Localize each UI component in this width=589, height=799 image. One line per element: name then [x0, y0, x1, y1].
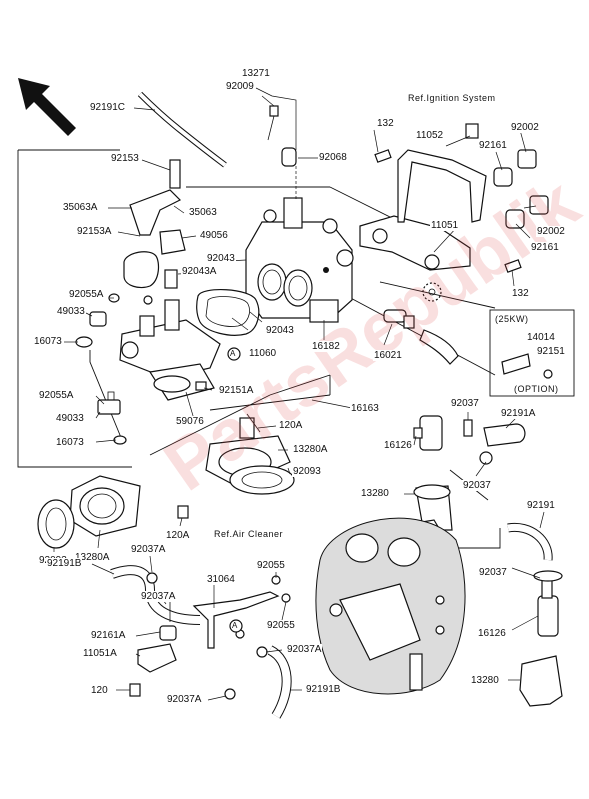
part-label: 92037 — [450, 398, 480, 409]
callout-a: A — [230, 349, 236, 358]
part-label: 16182 — [311, 341, 341, 352]
part-label: 59076 — [175, 416, 205, 427]
part-label: 35063A — [62, 202, 99, 213]
option-box-header: (25KW) — [495, 314, 529, 324]
part-label: 120 — [90, 685, 109, 696]
part-label: 92037A — [166, 694, 203, 705]
part-label: 14014 — [526, 332, 556, 343]
part-label: 92191B — [46, 558, 83, 569]
part-label: 92055 — [256, 560, 286, 571]
part-label: 13280A — [292, 444, 329, 455]
part-label: 13280 — [470, 675, 500, 686]
part-label: 13280 — [360, 488, 390, 499]
gear-icon — [422, 282, 442, 302]
part-label: 16021 — [373, 350, 403, 361]
part-label: 92037A — [286, 644, 323, 655]
part-label: 35063 — [188, 207, 218, 218]
part-label: 92055A — [68, 289, 105, 300]
part-label: 92153A — [76, 226, 113, 237]
part-label: 49033 — [55, 413, 85, 424]
ref-ignition-system: Ref.Ignition System — [408, 93, 496, 103]
option-box-footer: (OPTION) — [514, 384, 559, 394]
part-label: 92043A — [181, 266, 218, 277]
part-label: 132 — [376, 118, 395, 129]
part-label: 92191A — [500, 408, 537, 419]
part-label: 13271 — [241, 68, 271, 79]
part-label: 92151 — [536, 346, 566, 357]
part-label: 92161 — [478, 140, 508, 151]
throttle-body — [245, 197, 354, 323]
leader-lines — [53, 87, 545, 701]
part-label: 92055 — [266, 620, 296, 631]
part-label: 16126 — [477, 628, 507, 639]
part-label: 92037 — [478, 567, 508, 578]
part-label: 92151A — [218, 385, 255, 396]
part-label: 132 — [511, 288, 530, 299]
part-label: 92191B — [305, 684, 342, 695]
callout-a: A — [232, 621, 238, 630]
part-label: 49033 — [56, 306, 86, 317]
part-label: 11060 — [248, 348, 278, 359]
part-label: 92153 — [110, 153, 140, 164]
part-label: 92191 — [526, 500, 556, 511]
part-label: 16126 — [383, 440, 413, 451]
part-label: 92002 — [510, 122, 540, 133]
idle-speed-block — [119, 299, 221, 401]
part-label: 92161A — [90, 630, 127, 641]
front-direction-arrow-icon — [18, 78, 76, 136]
air-cleaner-plate — [315, 517, 466, 695]
ref-air-cleaner: Ref.Air Cleaner — [214, 529, 284, 539]
part-label: 92037A — [140, 591, 177, 602]
part-label: 120A — [165, 530, 191, 541]
part-label: 16163 — [350, 403, 380, 414]
part-label: 92037 — [462, 480, 492, 491]
part-label: 92191C — [89, 102, 127, 113]
part-label: 120A — [278, 420, 304, 431]
part-label: 11051A — [82, 648, 118, 659]
part-label: 92161 — [530, 242, 560, 253]
part-label: 11051 — [430, 220, 460, 231]
part-label: 92009 — [225, 81, 255, 92]
part-label: 92068 — [318, 152, 348, 163]
frame-lines — [17, 149, 501, 549]
part-label: 92043 — [265, 325, 295, 336]
part-label: 92043 — [206, 253, 236, 264]
part-label: 13280A — [74, 552, 111, 563]
part-label: 16073 — [33, 336, 63, 347]
part-label: 16073 — [55, 437, 85, 448]
part-label: 92093 — [292, 466, 322, 477]
part-label: 92037A — [130, 544, 167, 555]
part-label: 49056 — [199, 230, 229, 241]
part-label: 92055A — [38, 390, 75, 401]
part-label: 11052 — [415, 130, 445, 141]
part-label: 92002 — [536, 226, 566, 237]
part-label: 31064 — [206, 574, 236, 585]
